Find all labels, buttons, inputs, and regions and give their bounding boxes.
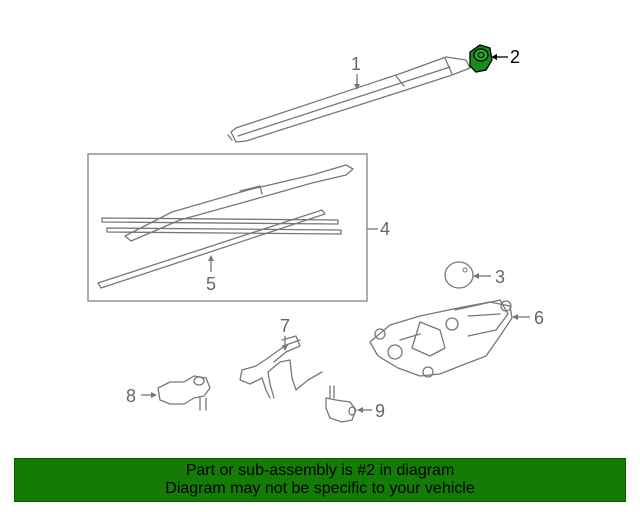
- callout-number-1: 1: [351, 54, 361, 74]
- callout-number-4: 4: [380, 219, 390, 239]
- arrowhead-9: [357, 407, 363, 413]
- blade-insert-part[interactable]: [97, 209, 326, 289]
- washer-hose-part[interactable]: [239, 335, 323, 399]
- arrowhead-8: [151, 392, 157, 398]
- blade-assembly-frame: [87, 153, 368, 302]
- callout-3: 3: [473, 267, 505, 287]
- callout-number-5: 5: [206, 274, 216, 294]
- callout-number-9: 9: [375, 401, 385, 421]
- exploded-parts-diagram: 1 2 4: [87, 44, 544, 423]
- callout-1: 1: [351, 54, 361, 90]
- wiper-arm-part[interactable]: [227, 56, 471, 143]
- arrowhead-1: [354, 84, 360, 90]
- arm-nut-part[interactable]: [469, 44, 493, 73]
- arrowhead-3: [473, 273, 479, 279]
- callout-4: 4: [367, 219, 390, 239]
- callout-8: 8: [126, 386, 157, 406]
- callout-number-8: 8: [126, 386, 136, 406]
- callout-number-2: 2: [510, 47, 520, 67]
- cap-part[interactable]: [444, 261, 474, 289]
- callout-9: 9: [357, 401, 385, 421]
- callout-number-7: 7: [280, 316, 290, 336]
- info-banner: Part or sub-assembly is #2 in diagram Di…: [14, 458, 626, 502]
- callout-6: 6: [512, 308, 544, 328]
- banner-line-1: Part or sub-assembly is #2 in diagram: [185, 462, 455, 479]
- callout-number-6: 6: [534, 308, 544, 328]
- arrowhead-7: [282, 345, 288, 351]
- callout-2: 2: [491, 47, 520, 67]
- arrowhead-6: [512, 314, 518, 320]
- hose-connector-part[interactable]: [157, 375, 211, 411]
- arrowhead-2: [491, 54, 497, 60]
- callout-5: 5: [206, 255, 216, 294]
- wiper-motor-part[interactable]: [369, 299, 513, 378]
- callout-number-3: 3: [495, 267, 505, 287]
- washer-nozzle-part[interactable]: [325, 385, 357, 423]
- banner-line-2: Diagram may not be specific to your vehi…: [165, 480, 475, 497]
- callout-7: 7: [280, 316, 290, 351]
- arrowhead-5: [208, 255, 214, 261]
